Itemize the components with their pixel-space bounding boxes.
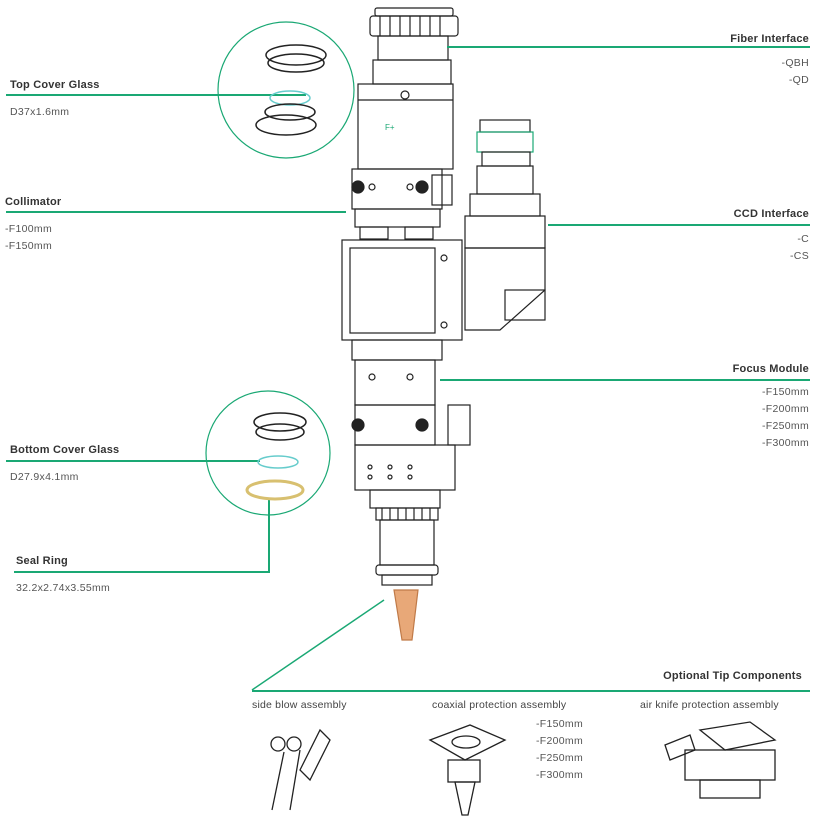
focus-items: -F150mm -F200mm -F250mm -F300mm <box>761 386 809 449</box>
air-knife-icon <box>664 721 777 799</box>
collimator-leader <box>6 211 346 213</box>
top-glass-icon <box>255 44 327 136</box>
coaxial-items: -F150mm -F200mm -F250mm -F300mm <box>536 718 584 781</box>
top-glass-items: D37x1.6mm <box>10 106 70 118</box>
seal-vleader <box>268 500 270 572</box>
seal-items: 32.2x2.74x3.55mm <box>16 582 111 594</box>
ccd-leader <box>548 224 810 226</box>
fiber-items: -QBH -QD <box>781 57 809 86</box>
collimator-items: -F100mm -F150mm <box>5 223 53 252</box>
fiber-leader <box>447 46 810 48</box>
optional-title: Optional Tip Components <box>663 670 802 682</box>
focus-leader <box>440 379 810 381</box>
side-blow-icon <box>270 728 331 811</box>
seal-leader <box>14 571 270 573</box>
coaxial-icon <box>428 724 507 816</box>
top-glass-title: Top Cover Glass <box>10 79 100 91</box>
coaxial-label: coaxial protection assembly <box>432 699 567 711</box>
focus-title: Focus Module <box>732 363 809 375</box>
bottom-glass-leader <box>6 460 260 462</box>
ccd-items: -C -CS <box>790 233 809 262</box>
air-knife-label: air knife protection assembly <box>640 699 779 711</box>
svg-text:F+: F+ <box>385 123 395 132</box>
ccd-title: CCD Interface <box>733 208 809 220</box>
seal-title: Seal Ring <box>16 555 68 567</box>
collimator-title: Collimator <box>5 196 62 208</box>
top-glass-leader <box>6 94 306 96</box>
bottom-glass-icon <box>245 412 307 501</box>
optional-leader <box>252 690 810 692</box>
side-blow-label: side blow assembly <box>252 699 347 711</box>
bottom-glass-title: Bottom Cover Glass <box>10 444 120 456</box>
bottom-glass-items: D27.9x4.1mm <box>10 471 79 483</box>
fiber-title: Fiber Interface <box>730 33 809 45</box>
